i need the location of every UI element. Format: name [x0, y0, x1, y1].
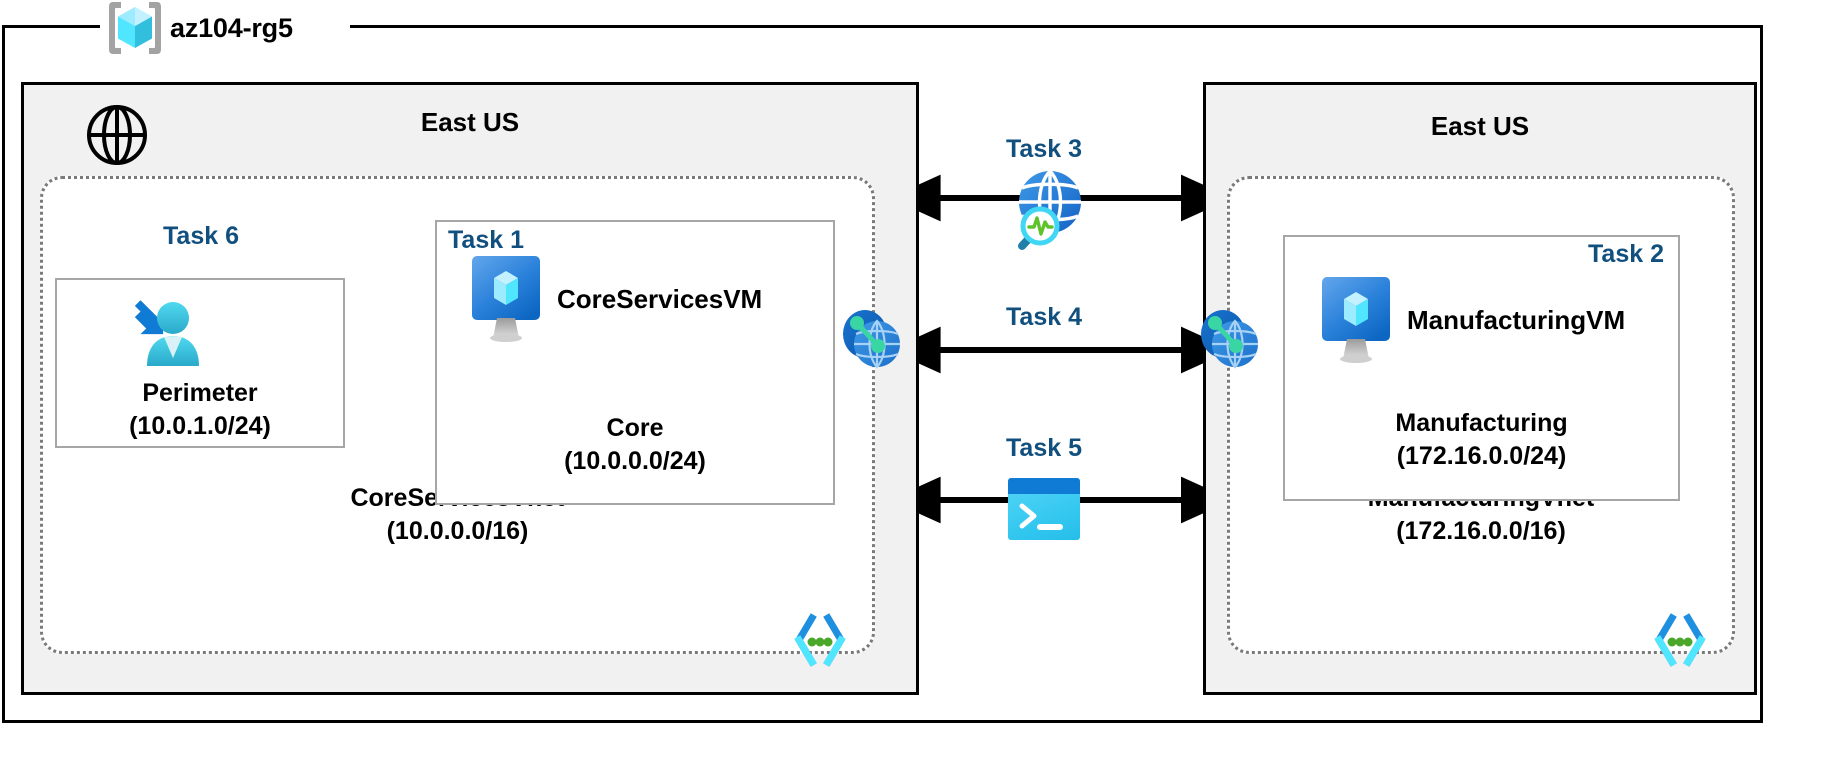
vnet-core-cidr: (10.0.0.0/16): [386, 516, 529, 545]
virtual-machine-icon: [469, 256, 543, 342]
core-vm-row: CoreServicesVM: [469, 256, 762, 342]
network-watcher-icon: [1002, 168, 1088, 252]
task-6-label: Task 6: [163, 222, 239, 250]
subnet-manufacturing-caption: Manufacturing (172.16.0.0/24): [1285, 407, 1678, 472]
vnet-peering-icon-right: [1195, 306, 1265, 372]
region-title-right: East US: [1430, 111, 1530, 141]
resource-group-frame: [2, 25, 1763, 723]
subnet-manufacturing-name: Manufacturing: [1395, 409, 1568, 437]
manufacturing-vm-row: ManufacturingVM: [1319, 277, 1625, 363]
subnet-core: CoreServicesVM Core (10.0.0.0/24): [435, 220, 835, 505]
task-2-label: Task 2: [1588, 240, 1664, 268]
resource-group-cube-icon: [104, 0, 166, 57]
internet-globe-icon: [86, 104, 148, 166]
subnet-manufacturing-cidr: (172.16.0.0/24): [1396, 441, 1567, 470]
task-1-label: Task 1: [448, 226, 524, 254]
virtual-machine-icon: [1319, 277, 1393, 363]
subnet-perimeter-name: Perimeter: [142, 379, 258, 407]
subnet-perimeter-cidr: (10.0.1.0/24): [129, 411, 271, 440]
vnet-peering-icon-left: [837, 306, 907, 372]
core-vm-name: CoreServicesVM: [557, 283, 763, 314]
task-4-label: Task 4: [1006, 303, 1082, 331]
manufacturing-vm-name: ManufacturingVM: [1407, 304, 1626, 335]
vnet-manufacturing-cidr: (172.16.0.0/16): [1396, 516, 1566, 545]
code-brackets-icon-manufacturing: [1652, 612, 1708, 668]
cloud-shell-icon: [1008, 478, 1080, 540]
resource-group-title: az104-rg5: [104, 0, 293, 56]
task-5-label: Task 5: [1006, 434, 1082, 462]
subnet-core-name: Core: [606, 414, 664, 442]
task-3-label: Task 3: [1006, 135, 1082, 163]
subnet-perimeter: Perimeter (10.0.1.0/24): [55, 278, 345, 448]
subnet-core-cidr: (10.0.0.0/24): [564, 446, 706, 475]
code-brackets-icon-core: [792, 612, 848, 668]
region-title-left: East US: [420, 107, 520, 137]
bastion-user-icon: [119, 298, 203, 370]
subnet-perimeter-caption: Perimeter (10.0.1.0/24): [57, 377, 343, 442]
subnet-manufacturing: ManufacturingVM Manufacturing (172.16.0.…: [1283, 235, 1680, 501]
subnet-core-caption: Core (10.0.0.0/24): [437, 412, 833, 477]
resource-group-name: az104-rg5: [170, 12, 293, 43]
